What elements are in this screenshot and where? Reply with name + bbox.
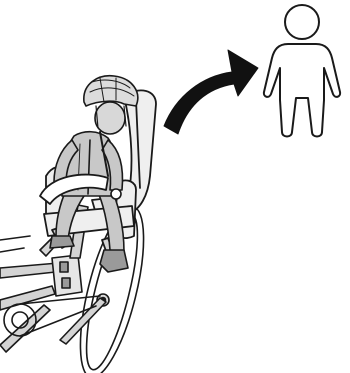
child-face: [95, 102, 125, 134]
child-figure-icon: [264, 5, 340, 137]
curved-arrow-icon: [164, 50, 258, 134]
